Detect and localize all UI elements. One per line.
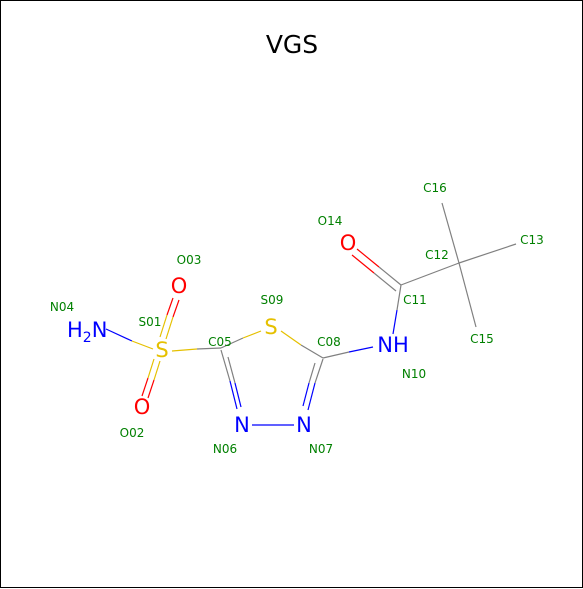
bond-c05-s09 [220, 337, 244, 349]
bond-n07-c08-a [307, 382, 316, 411]
bond-s01-c05-b [196, 347, 222, 350]
atom-label-n10: N10 [402, 367, 426, 381]
atom-label-c15: C15 [470, 332, 494, 346]
atom-symbol-o02: O [134, 395, 151, 419]
bond-n04-s01-b [131, 340, 154, 350]
atom-label-o03: O03 [177, 253, 202, 267]
atom-symbol-s09: S [264, 315, 277, 339]
atom-symbol-n10: NH [377, 333, 409, 357]
bond-c11-c12 [400, 262, 460, 286]
bond-c12-c15 [458, 262, 477, 328]
atom-labels: N04 S01 O03 O02 C05 S09 C08 N06 N07 N10 … [50, 181, 544, 456]
bond-c08-n10 [322, 351, 350, 359]
atom-symbol-n07: N [296, 413, 312, 437]
atom-label-c12: C12 [425, 248, 449, 262]
bond-c11-o14-b [373, 272, 397, 292]
bond-s01-o02-a2 [141, 377, 149, 397]
bond-n07-c08-b2 [308, 362, 316, 384]
bond-n10-c11 [392, 309, 398, 335]
bond-c08-n10-b [348, 346, 374, 353]
atom-symbol-s01: S [155, 338, 168, 362]
bond-c05-n06-a [220, 349, 231, 382]
bond-c11-o14-a2 [356, 248, 380, 268]
bond-s01-o03-b [165, 316, 174, 340]
atom-symbols: H2N S O O S N N NH O [67, 231, 409, 437]
bond-s01-o02-a [147, 358, 155, 379]
bond-s01-c05 [171, 348, 198, 352]
atom-symbol-h2n: H2N [67, 318, 107, 346]
bond-s01-o03-a2 [166, 297, 174, 316]
bond-s01-o02-b2 [147, 379, 155, 399]
atom-symbol-n06: N [234, 413, 250, 437]
atom-symbol-o14: O [340, 231, 357, 255]
bond-c05-n06-b2 [234, 382, 242, 408]
bond-c11-o14-a [378, 266, 402, 286]
bond-c05-s09-b [242, 330, 262, 339]
bond-n07-c08-a2 [314, 358, 324, 384]
bond-s01-o03-a [159, 314, 168, 338]
bond-c05-n06-b [227, 356, 236, 384]
bond-s01-o03-b2 [172, 299, 180, 318]
atom-label-s01: S01 [139, 315, 162, 329]
atom-label-n07: N07 [309, 442, 333, 456]
bond-n10-c11-b [396, 284, 402, 311]
atom-label-c16: C16 [423, 181, 447, 195]
bond-c12-c16 [441, 202, 460, 264]
molecule-title: VGS [266, 30, 318, 59]
bond-c12-c13 [458, 243, 517, 264]
bond-c11-o14-b2 [351, 254, 375, 274]
bond-n07-c08-b [302, 382, 310, 407]
atom-label-s09: S09 [261, 293, 284, 307]
atom-label-o14: O14 [318, 214, 343, 228]
atom-label-c11: C11 [403, 293, 427, 307]
bond-s09-c08-b [300, 344, 324, 359]
bond-s09-c08 [280, 330, 302, 346]
atom-symbol-o03: O [171, 274, 188, 298]
bond-s01-o02-b [153, 360, 161, 381]
atom-label-n04: N04 [50, 300, 74, 314]
bond-n04-s01 [105, 328, 133, 342]
atom-label-c13: C13 [520, 233, 544, 247]
atom-label-n06: N06 [213, 442, 237, 456]
bonds [105, 202, 517, 426]
atom-label-c05: C05 [208, 335, 232, 349]
bond-c05-n06-a2 [229, 380, 238, 410]
atom-label-c08: C08 [317, 335, 341, 349]
atom-label-o02: O02 [120, 426, 145, 440]
